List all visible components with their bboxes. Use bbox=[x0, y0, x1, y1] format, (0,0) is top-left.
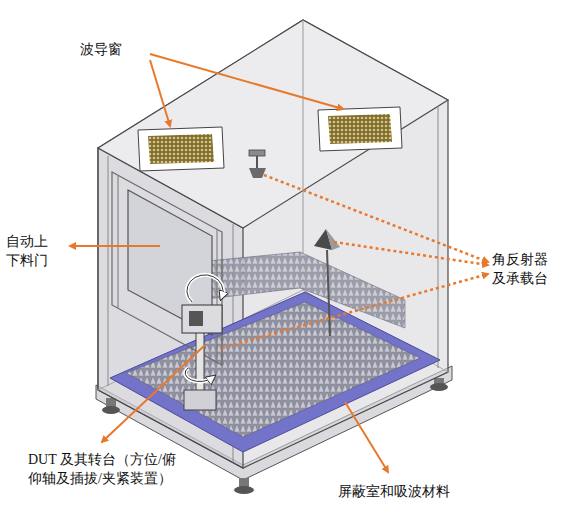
floor-absorber bbox=[126, 302, 420, 437]
door-panel bbox=[128, 190, 212, 335]
rotation-arrow bbox=[187, 275, 223, 302]
reflector-pole bbox=[327, 250, 330, 336]
ceiling-reflector bbox=[249, 168, 266, 178]
dotted-leader bbox=[334, 242, 488, 265]
rotation-arrow bbox=[185, 368, 212, 381]
window-mesh bbox=[328, 114, 392, 144]
wall-absorber bbox=[198, 252, 405, 328]
leader-arrow bbox=[70, 245, 160, 247]
door-frame bbox=[112, 172, 222, 365]
part-label: 波导窗 bbox=[80, 40, 150, 59]
rotation-arrow bbox=[187, 275, 223, 302]
part-label: 屏蔽室和吸波材料 bbox=[338, 482, 488, 501]
inner-wall-edge bbox=[438, 106, 439, 368]
leader-arrow bbox=[345, 402, 388, 472]
dut bbox=[189, 311, 203, 326]
leader-arrow bbox=[102, 345, 205, 442]
part-label: DUT 及其转台（方位/俯 仰轴及插拔/夹紧装置） bbox=[28, 450, 203, 488]
part-label: 自动上 下料门 bbox=[6, 232, 62, 270]
hidden-edge bbox=[303, 20, 304, 290]
corner-reflector bbox=[326, 229, 340, 250]
dut-fixture bbox=[182, 305, 222, 333]
chamber-top-face bbox=[98, 20, 448, 228]
chamber-shell bbox=[98, 20, 448, 468]
dotted-leader bbox=[222, 274, 488, 348]
foot bbox=[102, 406, 120, 414]
turntable-base bbox=[184, 390, 216, 410]
foot bbox=[430, 383, 448, 391]
foot bbox=[234, 486, 254, 494]
window-plate bbox=[138, 127, 224, 171]
part-label: 角反射器 及承载台 bbox=[492, 250, 572, 288]
window-plate bbox=[318, 107, 402, 151]
rotation-arrow bbox=[185, 368, 212, 381]
mount-plate bbox=[249, 150, 265, 156]
window-mesh bbox=[148, 134, 214, 164]
leader-arrow bbox=[150, 54, 343, 109]
mount-rod bbox=[256, 156, 258, 168]
inner-wall-edge bbox=[108, 156, 109, 386]
door-track bbox=[118, 176, 119, 308]
leader-arrow bbox=[150, 60, 170, 126]
door-track bbox=[217, 229, 218, 362]
